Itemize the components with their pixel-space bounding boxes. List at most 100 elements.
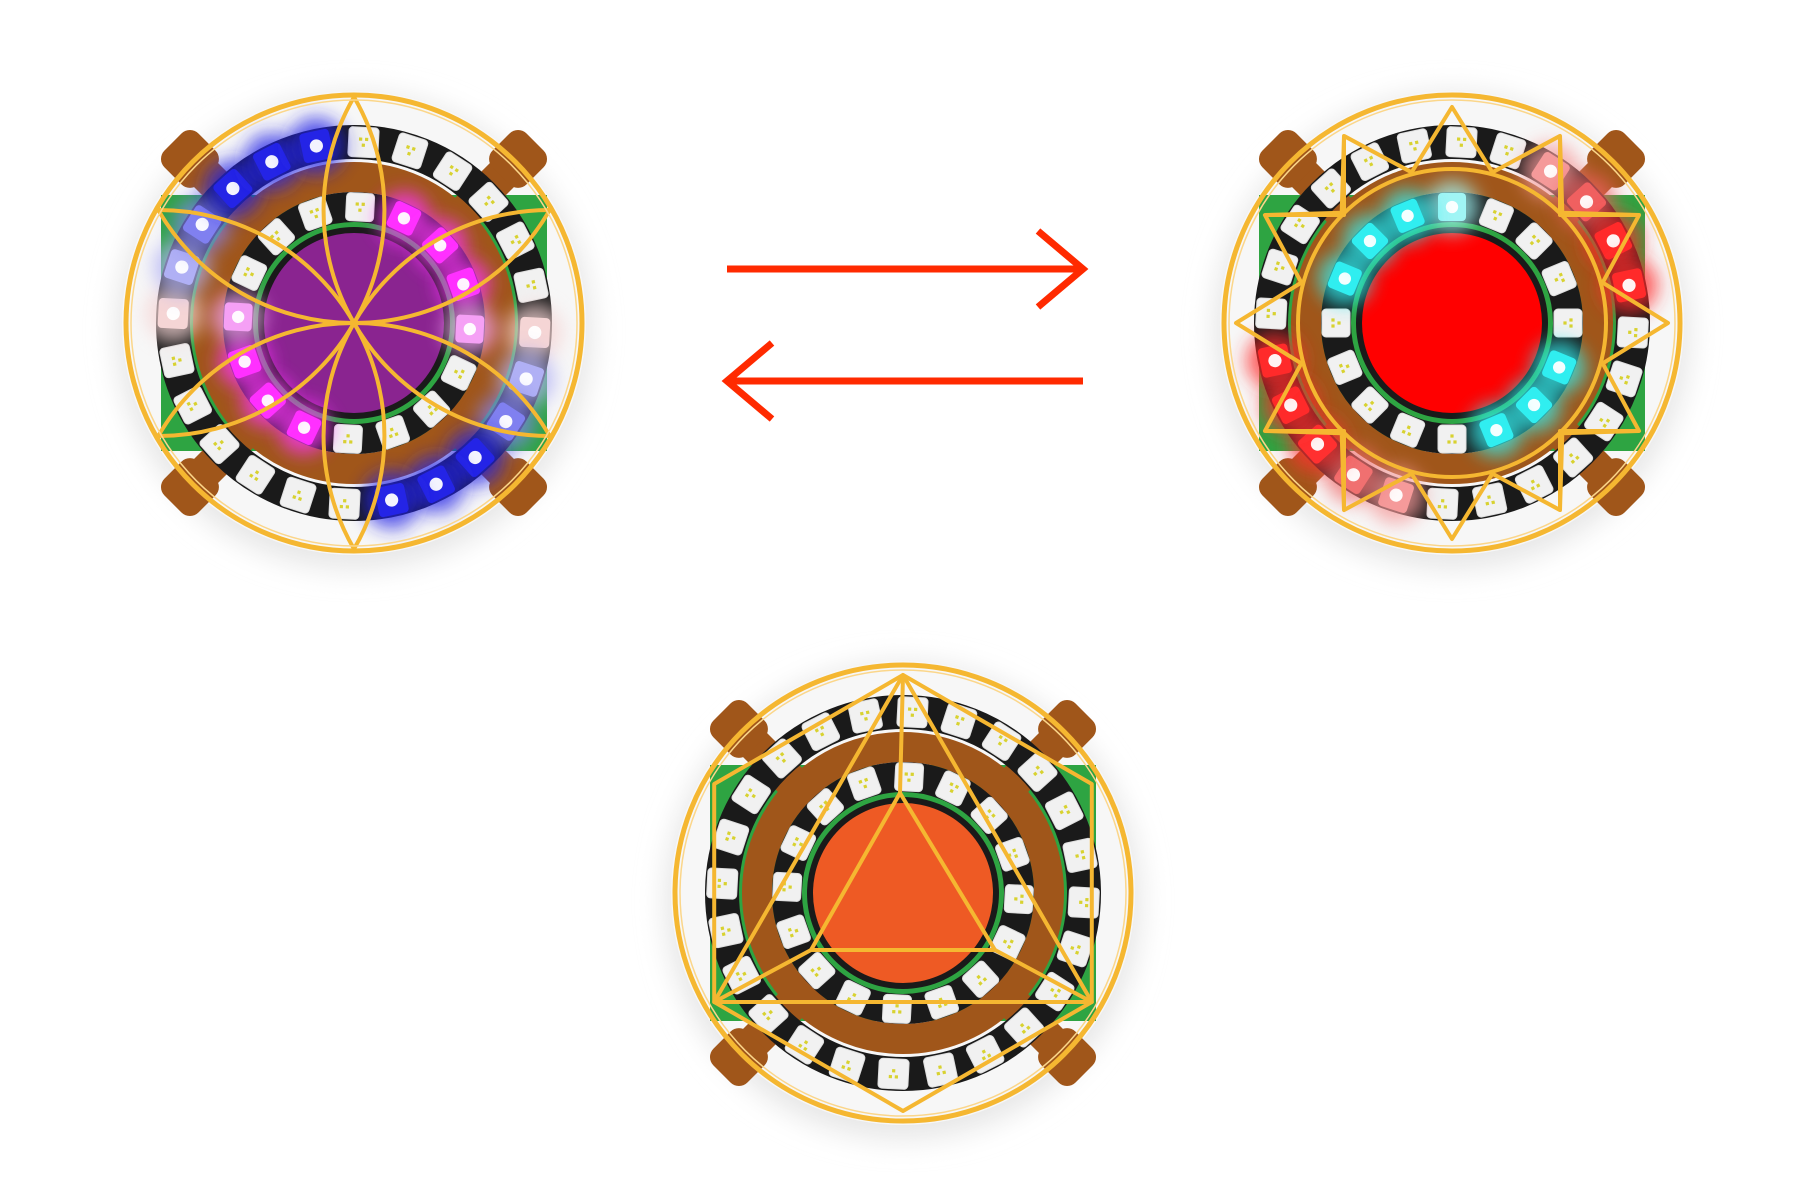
led-die (976, 974, 981, 980)
outer-ring-led (235, 455, 276, 495)
led-die (723, 882, 727, 886)
led-die (748, 788, 753, 793)
led-die (448, 171, 454, 176)
led-die (751, 793, 756, 799)
inner-ring-led (218, 335, 272, 389)
led-die (852, 992, 857, 998)
led-die (1441, 499, 1445, 503)
led-die (960, 716, 965, 721)
led-body (981, 721, 1022, 761)
led-die (794, 928, 799, 933)
outer-ring-led (497, 350, 555, 408)
led-body (1541, 261, 1577, 297)
outer-ring-led (1062, 837, 1098, 873)
inner-ring-led (847, 766, 882, 801)
led-die (1059, 810, 1064, 815)
led-die (1408, 141, 1413, 146)
inner-ring-led (277, 401, 331, 455)
led-die (1558, 272, 1563, 277)
led-die (1529, 240, 1535, 246)
led-die (895, 1004, 899, 1008)
led-die (864, 716, 868, 721)
led-hotspot (195, 217, 209, 232)
led-die (177, 358, 182, 362)
outer-ring-led (144, 285, 202, 343)
led-body (780, 825, 817, 861)
star-frame-line (1264, 429, 1346, 511)
led-hotspot (166, 306, 180, 321)
pcb-mount-tab (709, 699, 768, 758)
led-die (1503, 145, 1509, 150)
led-die (1624, 380, 1629, 385)
led-die (1485, 501, 1490, 506)
led-die (1075, 950, 1080, 955)
led-die (343, 499, 347, 503)
outer-ring-led (513, 267, 549, 303)
led-body (432, 151, 473, 191)
inner-ring-led (798, 951, 836, 990)
led-die (910, 772, 914, 777)
inner-ring-led (1515, 222, 1553, 260)
inner-ring-led (1381, 189, 1435, 243)
led-body (731, 774, 771, 815)
led-body (784, 1025, 825, 1065)
star-frame-line (1558, 429, 1640, 511)
led-die (1070, 945, 1075, 951)
inner-ring-led (961, 960, 1000, 998)
led-die (888, 1074, 893, 1079)
outer-ring-led (199, 424, 240, 465)
led-die (1337, 321, 1341, 325)
led-die (798, 842, 804, 847)
led-die (735, 971, 740, 977)
led-die (394, 432, 399, 437)
led-die (775, 756, 780, 761)
led-die (355, 202, 359, 206)
outer-ring-led (877, 1057, 910, 1090)
led-die (717, 878, 722, 883)
led-body (1062, 837, 1098, 873)
led-die (792, 842, 797, 847)
inner-ring-led (1321, 308, 1351, 338)
led-die (339, 504, 344, 509)
outer-ring-led (468, 181, 509, 222)
led-die (938, 1065, 942, 1070)
led-die (1019, 900, 1024, 904)
led-body (1067, 886, 1100, 919)
led-body (173, 385, 213, 425)
led-die (1407, 431, 1412, 437)
led-die (1413, 146, 1417, 151)
led-die (171, 356, 176, 361)
led-die (816, 966, 822, 971)
pcb-mount-tab (1258, 458, 1317, 517)
outer-ring-led (981, 721, 1022, 761)
led-die (1345, 364, 1350, 369)
led-hotspot (499, 414, 513, 429)
led-die (1570, 459, 1576, 465)
outer-ring-led (712, 818, 750, 856)
arrow-right-head (1035, 228, 1089, 310)
led-hotspot (265, 155, 279, 169)
led-die (814, 972, 819, 978)
led-die (725, 836, 730, 842)
led-hotspot (519, 372, 533, 386)
inner-ring-led (211, 290, 265, 344)
led-die (814, 728, 819, 733)
led-body (1327, 349, 1363, 385)
inner-ring-led (1003, 884, 1034, 915)
led-die (449, 164, 454, 170)
led-die (892, 1009, 896, 1014)
led-hotspot (175, 260, 189, 274)
led-body (923, 1052, 959, 1088)
led-body (159, 343, 195, 379)
led-hotspot (1445, 200, 1459, 214)
led-die (981, 1056, 987, 1061)
arrow-left-icon (721, 340, 1083, 422)
led-hotspot (429, 477, 443, 491)
led-body (722, 955, 762, 995)
inner-ring-led (1437, 424, 1467, 454)
led-die (1300, 223, 1305, 229)
pcb-mount-tab (709, 1028, 768, 1087)
led-body (961, 960, 1000, 998)
led-die (358, 137, 363, 141)
outer-ring-led (1246, 332, 1304, 390)
